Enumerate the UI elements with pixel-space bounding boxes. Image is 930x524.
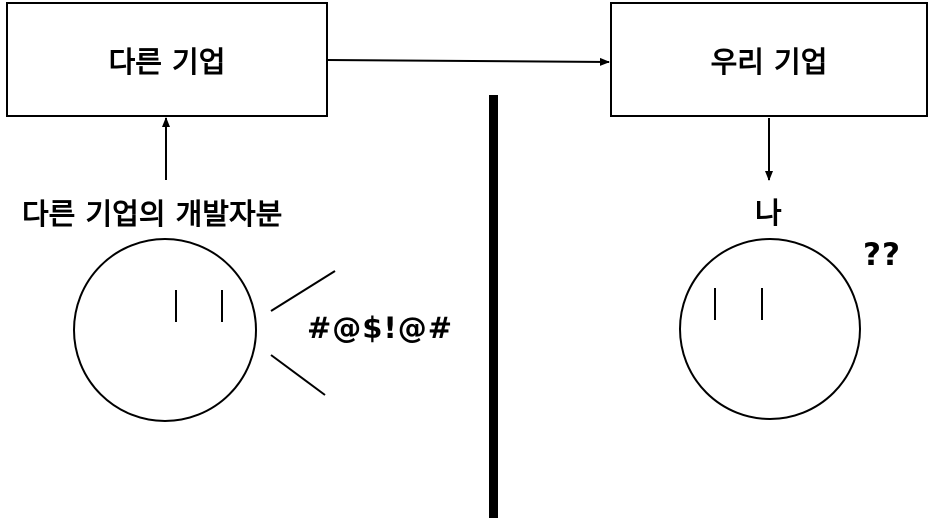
arrow-other-to-our bbox=[326, 57, 610, 66]
developer-face bbox=[73, 238, 257, 422]
other-company-box: 다른 기업 bbox=[6, 2, 328, 117]
shout-line-upper bbox=[270, 270, 336, 312]
shout-line-lower bbox=[270, 354, 326, 396]
developer-label: 다른 기업의 개발자분 bbox=[22, 197, 283, 231]
our-company-label: 우리 기업 bbox=[710, 44, 828, 79]
speech-text: #@$!@# bbox=[307, 311, 454, 345]
our-company-box: 우리 기업 bbox=[610, 2, 928, 117]
other-company-label: 다른 기업 bbox=[108, 44, 226, 79]
me-face bbox=[679, 238, 861, 420]
center-divider bbox=[489, 95, 498, 518]
confused-text: ?? bbox=[863, 237, 901, 273]
me-label: 나 bbox=[755, 196, 782, 230]
